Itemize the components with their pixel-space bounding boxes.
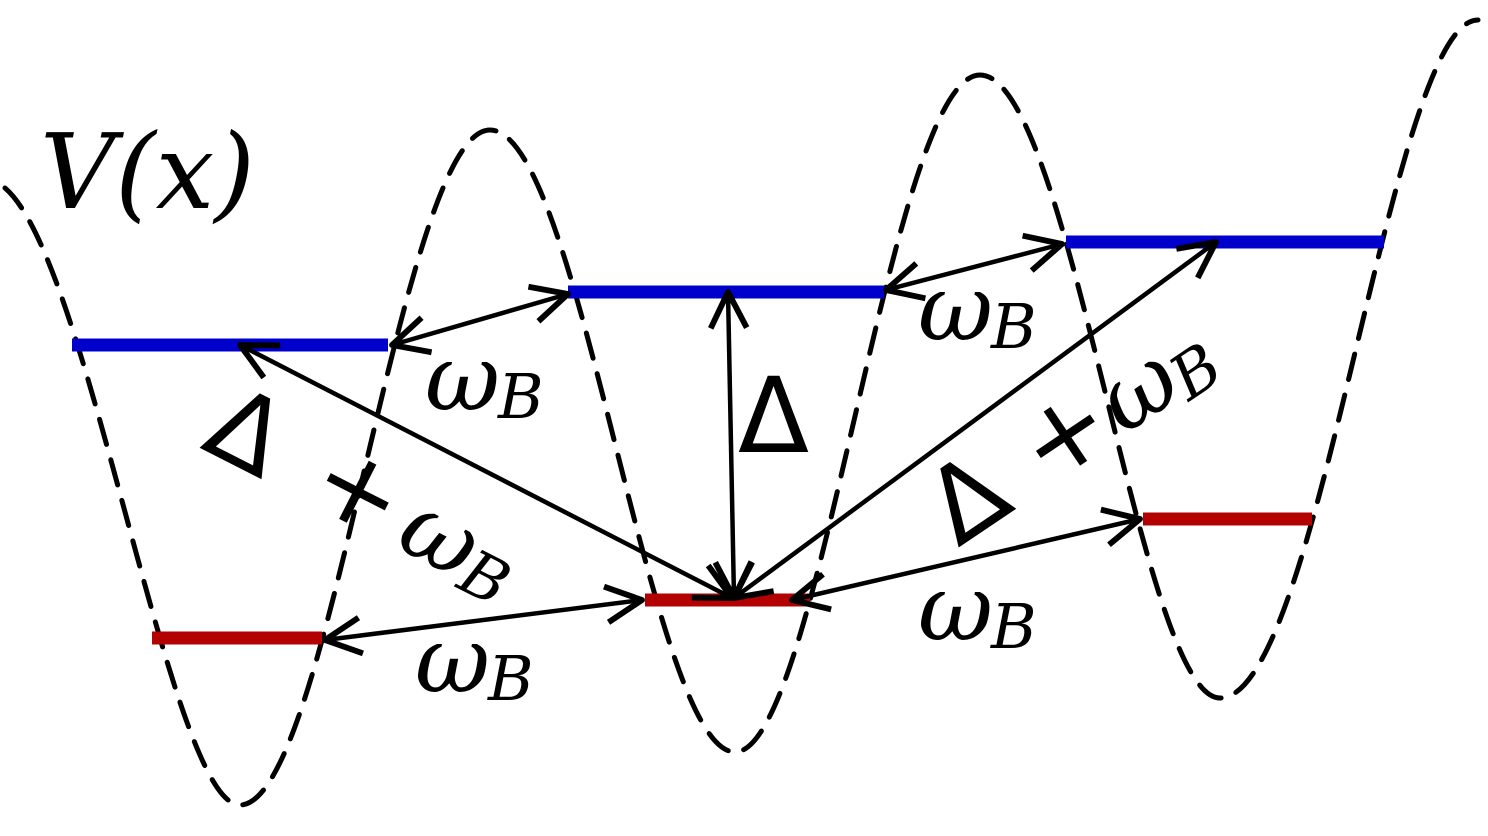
svg-text:B: B — [487, 642, 534, 715]
potential-label: V(x) — [40, 111, 255, 233]
label-omega-upper-right: ω B — [918, 255, 1037, 363]
label-delta-vertical: Δ — [738, 355, 809, 477]
svg-text:Δ: Δ — [188, 361, 307, 502]
svg-text:ω: ω — [415, 607, 490, 714]
svg-text:B: B — [497, 360, 544, 433]
svg-text:B: B — [990, 590, 1037, 663]
svg-text:ω: ω — [425, 325, 500, 432]
label-omega-lower-left: ω B — [415, 607, 534, 715]
svg-text:ω: ω — [918, 255, 993, 362]
arrow-delta-vertical — [708, 289, 754, 601]
arrow-delta-plus-omega-right — [731, 239, 1219, 601]
label-omega-upper-left: ω B — [425, 325, 544, 433]
label-omega-lower-right: ω B — [918, 555, 1037, 663]
svg-text:ω: ω — [918, 555, 993, 662]
arrow-upper-1-2 — [389, 283, 571, 356]
potential-curve — [2, 17, 1481, 808]
svg-text:B: B — [990, 290, 1037, 363]
arrow-delta-plus-omega-left — [237, 342, 735, 601]
arrow-lower-1-2 — [322, 583, 645, 657]
